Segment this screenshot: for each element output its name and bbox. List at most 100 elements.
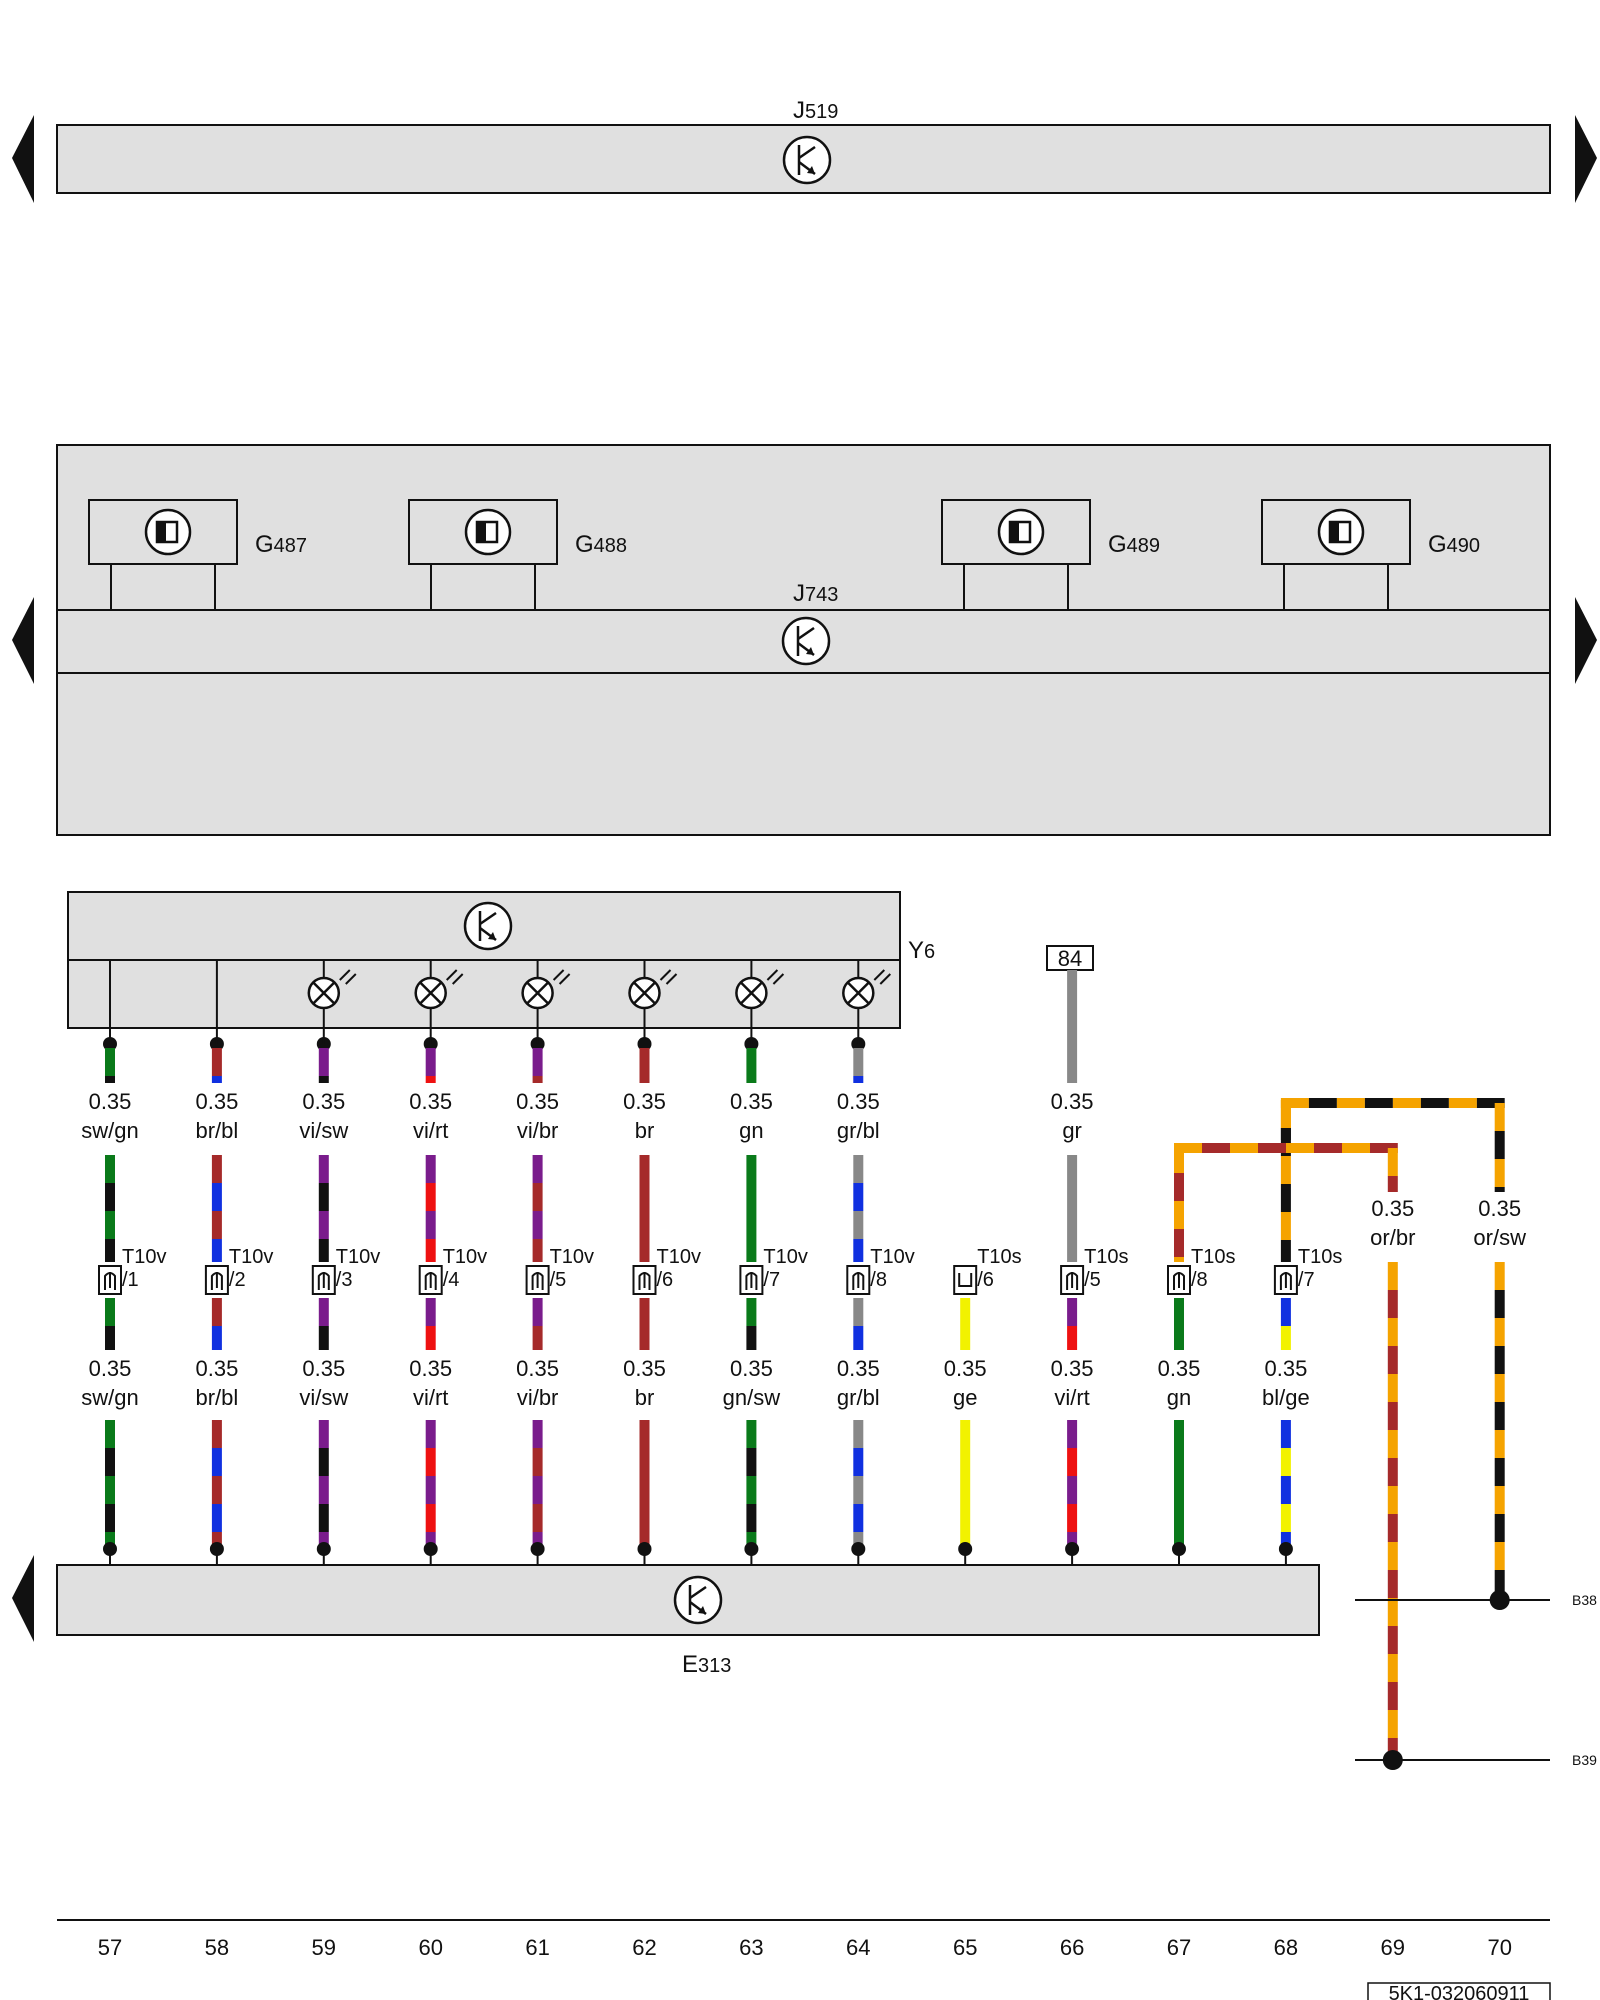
wire-color: gn (1167, 1385, 1191, 1410)
wire-segment (425, 1298, 436, 1350)
wire-segment (105, 1155, 115, 1262)
wire-size: 0.35 (837, 1356, 880, 1381)
column-number: 59 (312, 1935, 336, 1960)
wire-segment (1067, 1298, 1078, 1350)
wire-segment (746, 1298, 757, 1350)
connector-t10s-pin: T10s/5 (1060, 1246, 1129, 1295)
connector-pin: /5 (1084, 1269, 1101, 1291)
control-unit-icon (463, 901, 513, 951)
wire-segment (960, 1420, 971, 1544)
wire-size: 0.35 (1051, 1089, 1094, 1114)
connector-t10v-pin: T10v/8 (846, 1246, 915, 1295)
column-number: 64 (846, 1935, 870, 1960)
wire-segment (1280, 1098, 1505, 1108)
wire-segment (1067, 1420, 1078, 1544)
sensor-g487: G487 (88, 499, 307, 610)
connector-name: T10s (1084, 1246, 1128, 1268)
column-number: 69 (1381, 1935, 1405, 1960)
page-link-left-arrow (12, 115, 34, 203)
j743-label: J743 (793, 580, 838, 607)
connector-pin: /2 (229, 1269, 246, 1291)
wire-color: vi/sw (299, 1118, 348, 1143)
wire-segment (211, 1048, 222, 1083)
wire-color: br/bl (196, 1385, 239, 1410)
wire-segment (105, 1298, 115, 1350)
doc-id: 5K1-032060911 (1389, 1983, 1530, 2000)
wire-segment (639, 1298, 650, 1350)
connector-pin: /4 (443, 1269, 460, 1291)
wire-size: 0.35 (409, 1089, 452, 1114)
wire-size: 0.35 (837, 1089, 880, 1114)
connector-t10v-pin: T10v/5 (525, 1246, 594, 1295)
wire-size: 0.35 (1264, 1356, 1307, 1381)
wire-color: gn (739, 1118, 763, 1143)
wire-color: sw/gn (81, 1118, 138, 1143)
control-unit-icon (782, 135, 832, 185)
connector-pin: /8 (1191, 1269, 1208, 1291)
wire-segment (1280, 1100, 1291, 1140)
wire-size: 0.35 (516, 1356, 559, 1381)
wire-segment (105, 1420, 115, 1544)
wire-size: 0.35 (195, 1356, 238, 1381)
wire-color: or/br (1370, 1225, 1415, 1250)
connector-name: T10s (1298, 1246, 1342, 1268)
wire-size: 0.35 (623, 1356, 666, 1381)
connector-name: T10v (657, 1246, 701, 1268)
wire-segment (853, 1048, 864, 1083)
wire-size: 0.35 (944, 1356, 987, 1381)
wire-segment (1067, 1155, 1078, 1262)
column-number: 63 (739, 1935, 763, 1960)
wire-segment (960, 1298, 971, 1350)
connector-t10v-pin: T10v/3 (311, 1246, 380, 1295)
g489-label: G489 (1108, 531, 1160, 558)
wire-size: 0.35 (1051, 1356, 1094, 1381)
connector-name: T10s (977, 1246, 1021, 1268)
wire-size: 0.35 (195, 1089, 238, 1114)
wire-segment (425, 1420, 436, 1544)
wire-group: 0.35sw/gnT10v/10.35sw/gn0.35br/blT10v/20… (81, 970, 1342, 1565)
wire-segment (1174, 1143, 1398, 1153)
wire-color: gr/bl (837, 1118, 880, 1143)
connector-name: T10s (1191, 1246, 1235, 1268)
column-number: 68 (1274, 1935, 1298, 1960)
wire-segment (318, 1048, 329, 1083)
connector-pin: /8 (870, 1269, 887, 1291)
wire-color: gr (1062, 1118, 1082, 1143)
wire-segment (318, 1155, 329, 1262)
lamp-icon (842, 969, 892, 1010)
wire-segment (1387, 1262, 1398, 1760)
sensor-g488: G488 (408, 499, 627, 610)
connector-name: T10v (763, 1246, 807, 1268)
wire-segment (853, 1155, 864, 1262)
lamp-icon (521, 969, 571, 1010)
connector-pin: /1 (122, 1269, 139, 1291)
wire-segment (639, 1155, 650, 1262)
wire-segment (746, 1420, 757, 1544)
wire-segment (746, 1048, 757, 1083)
column-number: 60 (418, 1935, 442, 1960)
connector-t10s-pin: T10s/8 (1167, 1246, 1235, 1295)
wire-segment (105, 1048, 115, 1083)
column-number: 57 (98, 1935, 122, 1960)
j519-label: J519 (793, 97, 838, 124)
page-link-left-arrow (12, 1555, 34, 1642)
wire-color: vi/br (517, 1385, 559, 1410)
g488-label: G488 (575, 531, 627, 558)
wire-color: br (635, 1118, 655, 1143)
lamp-icon (735, 969, 785, 1010)
sensor-icon (1317, 508, 1365, 556)
connector-name: T10v (443, 1246, 487, 1268)
wire-segment (1174, 1145, 1184, 1262)
wire-size: 0.35 (89, 1356, 132, 1381)
wire-size: 0.35 (302, 1356, 345, 1381)
control-unit-icon (781, 616, 831, 666)
wire-size: 0.35 (1478, 1196, 1521, 1221)
